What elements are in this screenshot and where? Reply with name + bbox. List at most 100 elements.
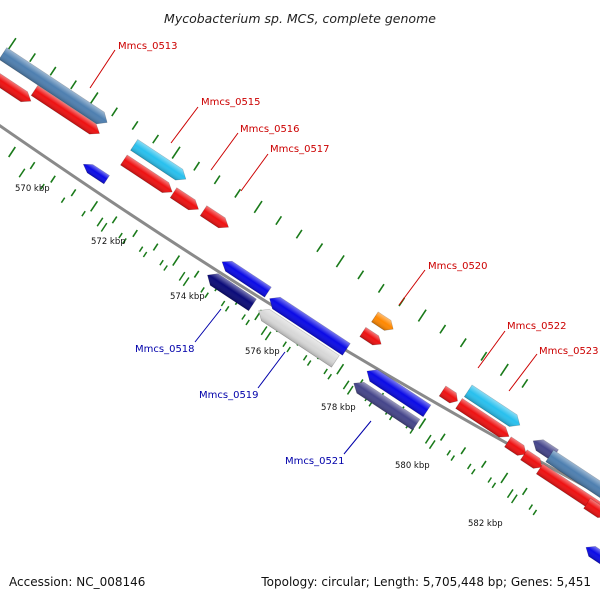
- gene-label-mmcs-0517: Mmcs_0517: [270, 144, 330, 155]
- tick-mark: [152, 243, 159, 251]
- tick-mark: [446, 449, 452, 456]
- tick-mark: [510, 494, 518, 504]
- tick-mark: [323, 368, 328, 375]
- tick-mark: [528, 504, 534, 511]
- tick-mark: [163, 265, 168, 271]
- gene-label-mmcs-0523: Mmcs_0523: [539, 346, 599, 357]
- tick-mark: [29, 161, 36, 170]
- map-title: Mycobacterium sp. MCS, complete genome: [164, 11, 436, 26]
- genome-summary-text: Topology: circular; Length: 5,705,448 bp…: [260, 575, 591, 589]
- tick-mark: [480, 351, 488, 361]
- gene-label-mmcs-0520: Mmcs_0520: [428, 261, 488, 272]
- tick-mark: [159, 259, 164, 266]
- tick-mark: [241, 314, 246, 320]
- scale-label-580: 580 kbp: [395, 461, 430, 471]
- tick-mark: [131, 120, 139, 131]
- leader-line-0520: [398, 269, 426, 306]
- gene-label-mmcs-0515: Mmcs_0515: [201, 97, 261, 108]
- accession-text: Accession: NC_008146: [9, 575, 145, 589]
- tick-mark: [439, 433, 446, 441]
- tick-mark: [418, 418, 427, 430]
- tick-mark: [335, 254, 345, 268]
- tick-mark: [96, 217, 104, 227]
- tick-mark: [459, 338, 467, 348]
- tick-mark: [336, 363, 345, 375]
- scale-labels: 570 kbp 572 kbp 574 kbp 576 kbp 578 kbp …: [15, 184, 503, 529]
- tick-mark: [8, 146, 16, 158]
- tick-mark: [111, 216, 118, 224]
- scale-label-576: 576 kbp: [245, 347, 280, 357]
- scale-label-582: 582 kbp: [468, 519, 503, 529]
- tick-mark: [521, 378, 529, 389]
- tick-mark: [100, 222, 108, 232]
- gene-label-mmcs-0521: Mmcs_0521: [285, 456, 345, 467]
- leader-line-0518: [194, 308, 222, 343]
- tick-mark: [417, 309, 427, 322]
- tick-mark: [500, 472, 509, 484]
- scale-label-570: 570 kbp: [15, 184, 50, 194]
- leader-line-0523: [508, 353, 538, 392]
- tick-mark: [50, 175, 56, 183]
- tick-mark: [377, 283, 385, 294]
- leader-line-0521: [343, 420, 372, 455]
- gene-label-mmcs-0516: Mmcs_0516: [240, 124, 300, 135]
- tick-mark: [327, 373, 333, 380]
- tick-mark: [118, 232, 123, 239]
- tick-mark: [357, 270, 365, 280]
- leader-line-0517: [240, 153, 269, 192]
- tick-mark: [234, 188, 242, 198]
- tick-mark: [213, 175, 221, 185]
- tick-mark: [532, 509, 538, 516]
- tick-mark: [316, 243, 324, 253]
- leader-line-0516: [210, 132, 239, 171]
- tick-mark: [245, 319, 250, 326]
- tick-mark: [40, 183, 45, 190]
- tick-mark: [132, 229, 138, 238]
- scale-label-578: 578 kbp: [321, 403, 356, 413]
- leader-line-0519: [257, 351, 286, 389]
- tick-mark: [60, 197, 66, 204]
- tick-mark: [142, 251, 148, 258]
- tick-mark: [466, 463, 472, 470]
- tick-mark: [178, 271, 186, 281]
- gene-label-mmcs-0518: Mmcs_0518: [135, 344, 195, 355]
- tick-mark: [70, 188, 77, 197]
- leader-lines: [89, 49, 538, 455]
- tick-mark: [122, 237, 127, 244]
- tick-mark: [521, 487, 528, 496]
- tick-mark: [424, 434, 432, 444]
- tick-mark: [182, 277, 190, 287]
- tick-mark: [193, 161, 201, 171]
- leader-line-0522: [477, 330, 506, 369]
- tick-mark: [342, 380, 350, 390]
- tick-mark: [172, 255, 181, 267]
- gene-label-mmcs-0522: Mmcs_0522: [507, 321, 567, 332]
- tick-mark: [200, 286, 205, 293]
- tick-mark: [81, 210, 86, 217]
- tick-mark: [470, 468, 476, 475]
- tick-mark: [193, 270, 200, 278]
- tick-mark: [18, 168, 26, 178]
- tick-mark: [460, 446, 467, 455]
- tick-mark: [138, 246, 144, 253]
- leader-line-0513: [89, 49, 116, 89]
- tick-mark: [439, 324, 447, 334]
- tick-mark: [480, 460, 487, 469]
- tick-mark: [450, 455, 456, 462]
- tick-mark: [295, 229, 303, 239]
- tick-mark: [111, 107, 118, 117]
- scale-label-574: 574 kbp: [170, 292, 205, 302]
- tick-mark: [346, 385, 354, 395]
- tick-mark: [499, 363, 509, 377]
- tick-mark: [491, 482, 497, 489]
- tick-mark: [90, 200, 99, 212]
- gene-label-mmcs-0513: Mmcs_0513: [118, 41, 178, 52]
- leader-line-0515: [170, 106, 199, 144]
- tick-mark: [275, 215, 283, 226]
- scale-label-572: 572 kbp: [91, 237, 126, 247]
- gene-label-mmcs-0519: Mmcs_0519: [199, 390, 259, 401]
- tick-mark: [253, 200, 263, 214]
- tick-mark: [487, 477, 493, 483]
